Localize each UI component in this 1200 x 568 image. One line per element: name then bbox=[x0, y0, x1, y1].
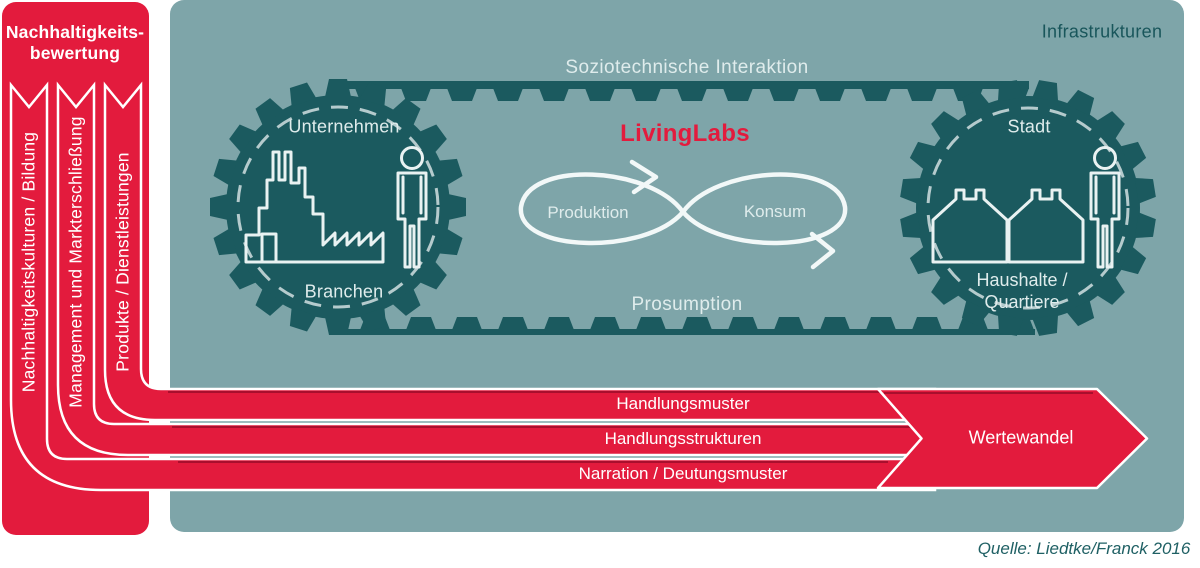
gear-left bbox=[210, 79, 466, 335]
gear-right-bottom-label: Haushalte / Quartiere bbox=[976, 269, 1067, 313]
loop-arrowhead-bottom bbox=[809, 231, 836, 270]
gear-left-dashed-ring bbox=[236, 105, 440, 309]
ribbon-band-narration bbox=[9, 81, 937, 492]
ribbon-label-management: Management und Markterschließung bbox=[65, 116, 86, 408]
sidebar-title-line2: bewertung bbox=[29, 43, 121, 63]
person-icon bbox=[1089, 146, 1121, 269]
wertewandel-label: Wertewandel bbox=[968, 427, 1074, 448]
gear-right-dashed-ring bbox=[926, 106, 1130, 310]
ribbon-band-handlungsstrukturen bbox=[56, 81, 937, 457]
gear-right-bottom-line1: Haushalte / bbox=[976, 270, 1068, 290]
belt-top bbox=[345, 81, 1029, 101]
loop-arrowhead-top bbox=[629, 159, 659, 195]
gear-right-body bbox=[899, 79, 1157, 337]
belt-top-label: Soziotechnische Interaktion bbox=[565, 57, 809, 78]
infrastrukturen-label: Infrastrukturen bbox=[1041, 21, 1163, 42]
band-label-narration: Narration / Deutungsmuster bbox=[578, 464, 788, 483]
belt-bottom-label: Prosumption bbox=[631, 294, 743, 315]
gear-right-bottom-line2: Quartiere bbox=[984, 292, 1060, 312]
gear-right-top-label: Stadt bbox=[1007, 116, 1051, 137]
band-label-handlungsmuster: Handlungsmuster bbox=[616, 394, 750, 413]
gear-left-bottom-label: Branchen bbox=[304, 281, 384, 302]
source-caption: Quelle: Liedtke/Franck 2016 bbox=[977, 539, 1191, 558]
infinity-loop bbox=[518, 159, 848, 270]
band-label-handlungsstrukturen: Handlungsstrukturen bbox=[604, 429, 762, 448]
loop-label-konsum: Konsum bbox=[743, 202, 807, 221]
wertewandel-arrow bbox=[876, 387, 1149, 490]
house-icon bbox=[931, 188, 1009, 264]
sidebar-title: Nachhaltigkeits- bewertung bbox=[6, 22, 144, 64]
house-icon bbox=[1007, 188, 1085, 264]
sidebar-title-line1: Nachhaltigkeits- bbox=[5, 22, 145, 42]
ribbon-label-nachhaltigkeitskulturen: Nachhaltigkeitskulturen / Bildung bbox=[18, 131, 39, 393]
belt-bottom bbox=[345, 317, 1035, 335]
factory-icon bbox=[244, 150, 385, 264]
gear-right bbox=[899, 79, 1157, 337]
gear-left-top-label: Unternehmen bbox=[288, 116, 400, 137]
loop-label-produktion: Produktion bbox=[547, 203, 629, 222]
ribbon-label-produkte: Produkte / Dienstleistungen bbox=[112, 152, 133, 372]
livinglabs-title: LivingLabs bbox=[620, 120, 750, 147]
person-icon bbox=[396, 146, 428, 269]
